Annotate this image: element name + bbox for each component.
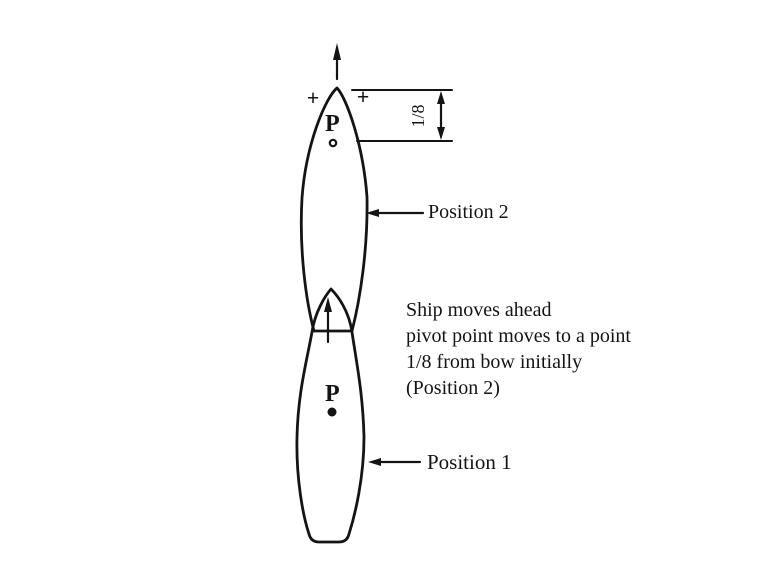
callout-arrow-position1 xyxy=(368,458,422,466)
annotation-line-2: pivot point moves to a point xyxy=(406,325,631,347)
pivot-label-position1: P xyxy=(325,381,340,407)
ship-position1-hull xyxy=(295,287,366,544)
arrowhead-down-icon xyxy=(437,127,445,140)
heading-arrow-position1 xyxy=(324,297,332,344)
bow-dimension-bracket xyxy=(351,89,453,142)
arrowhead-up-icon xyxy=(437,91,445,104)
arrowhead-left-icon xyxy=(368,458,381,466)
annotation-line-1: Ship moves ahead xyxy=(406,299,552,321)
pivot-label-position2: P xyxy=(325,111,340,137)
callout-arrow-position2 xyxy=(366,209,425,217)
plus-mark-left: + xyxy=(307,85,320,110)
annotation-line-3: 1/8 from bow initially xyxy=(406,351,582,373)
arrowhead-up-icon xyxy=(333,43,341,60)
arrowhead-up-icon xyxy=(324,297,332,312)
pivot-point-dot-position1 xyxy=(327,407,337,417)
arrowhead-left-icon xyxy=(366,209,379,217)
callout-label-position2: Position 2 xyxy=(428,201,509,223)
pivot-point-ring-position2 xyxy=(328,138,338,148)
annotation-line-4: (Position 2) xyxy=(406,377,500,399)
heading-arrow-position2 xyxy=(333,43,341,81)
ship-position2-hull xyxy=(299,86,369,333)
annotation-paragraph: Ship moves ahead pivot point moves to a … xyxy=(406,299,631,399)
dimension-label: 1/8 xyxy=(408,104,428,127)
callout-label-position1: Position 1 xyxy=(427,450,512,474)
plus-mark-right: + xyxy=(357,84,370,109)
